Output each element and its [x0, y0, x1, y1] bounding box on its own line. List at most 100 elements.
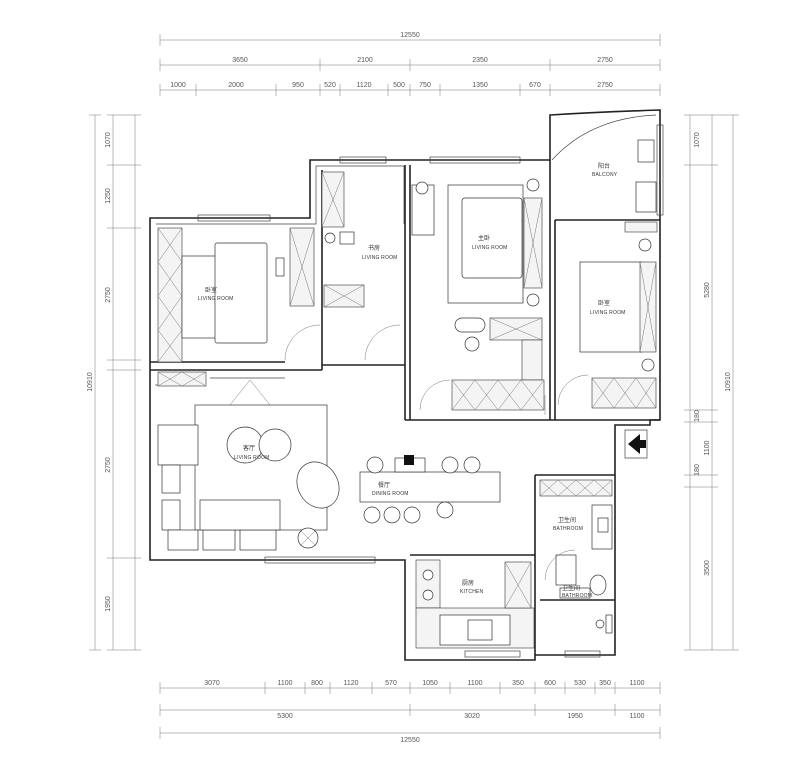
towel-rack [605, 614, 613, 634]
bottom-inner-dim: 600 [544, 680, 556, 687]
left-inner-dim: 2750 [105, 287, 112, 303]
room-label-cn: 厨房 [462, 579, 474, 587]
chair [363, 506, 381, 524]
washer [635, 181, 657, 213]
top-inner-dim: 670 [529, 82, 541, 89]
bench [559, 587, 591, 599]
chair [454, 317, 486, 333]
bottom-mid-dim: 1100 [629, 713, 644, 720]
room-label-en: LIVING ROOM [198, 296, 234, 302]
chair [436, 501, 454, 519]
right-inner-dim: 5280 [704, 282, 711, 298]
top-inner-dim: 1000 [170, 82, 186, 89]
left-inner-dim: 1070 [105, 132, 112, 148]
stool [464, 336, 480, 352]
room-label-cn: 阳台 [598, 162, 610, 170]
lamp-icon [526, 178, 540, 192]
cabinet [539, 479, 613, 497]
chair [275, 257, 285, 277]
room-label-cn: 卫生间 [562, 584, 580, 592]
top-mid-dim: 2100 [357, 57, 373, 64]
bedroom-2: 卧室 LIVING ROOM [557, 221, 658, 409]
master-bedroom: 主卧 LIVING ROOM [411, 178, 545, 411]
bedroom-1: 卧室 LIVING ROOM [157, 227, 321, 363]
room-label-en: KITCHEN [460, 589, 484, 595]
left-inner-dim: 1950 [105, 596, 112, 612]
dining-table [359, 471, 501, 503]
door-swing [544, 549, 576, 581]
armchair [161, 464, 181, 494]
top-inner-dim: 1120 [356, 82, 371, 89]
room-label-en: LIVING ROOM [472, 245, 508, 251]
bottom-inner-dim: 1100 [467, 680, 482, 687]
room-label-cn: 书房 [368, 244, 380, 252]
room-label-cn: 卧室 [205, 286, 217, 294]
right-dimensions: 1070 5280 180 1100 180 3500 10910 [684, 114, 739, 651]
windows [197, 124, 664, 658]
room-label-cn: 主卧 [478, 234, 490, 242]
room-label-en: LIVING ROOM [362, 255, 398, 261]
bottom-inner-dim: 3070 [204, 680, 220, 687]
bottom-inner-dim: 350 [512, 680, 524, 687]
right-inner-dim: 180 [694, 410, 701, 422]
walls [149, 109, 661, 661]
living-room: 客厅 LIVING ROOM [157, 371, 340, 551]
top-inner-dim: 500 [393, 82, 405, 89]
left-total-dim: 10910 [87, 372, 94, 392]
bottom-inner-dim: 1050 [422, 680, 438, 687]
sink [467, 619, 493, 641]
bottom-inner-dim: 570 [385, 680, 397, 687]
door-swing [284, 324, 321, 361]
room-label-cn: 卫生间 [558, 516, 576, 524]
room-label-en: BATHROOM [553, 526, 583, 532]
door-swing [419, 379, 451, 411]
bed-frame [461, 197, 523, 279]
lamp-icon [415, 181, 429, 195]
lamp-icon [324, 232, 336, 244]
top-mid-dim: 3650 [232, 57, 248, 64]
sink [637, 139, 655, 163]
lounge-chair [296, 461, 340, 509]
bottom-inner-dim: 1120 [343, 680, 358, 687]
bathroom-1: 卫生间 BATHROOM [539, 479, 613, 596]
bottom-total-dim: 12550 [400, 737, 420, 744]
kitchen: 厨房 KITCHEN [415, 559, 535, 649]
bath-vanity [555, 554, 577, 586]
top-dimensions: 12550 3650 2100 2350 2750 1000 2000 950 … [159, 32, 661, 96]
floor-drain-icon [595, 619, 605, 629]
chair [383, 506, 401, 524]
bottom-inner-dim: 350 [599, 680, 611, 687]
bathroom-2: 卫生间 BATHROOM [559, 584, 613, 634]
top-inner-dim: 2750 [597, 82, 613, 89]
sofa-seat [167, 529, 199, 551]
room-label-en: BALCONY [592, 172, 618, 178]
right-inner-dim: 1070 [694, 132, 701, 148]
top-inner-dim: 1350 [472, 82, 488, 89]
door-swing [364, 324, 401, 361]
room-label-cn: 卧室 [598, 299, 610, 307]
right-inner-dim: 180 [694, 464, 701, 476]
top-inner-dim: 520 [324, 82, 336, 89]
top-inner-dim: 2000 [228, 82, 244, 89]
room-label-en: DINING ROOM [372, 491, 409, 497]
lamp-icon [638, 238, 652, 252]
sofa-seat [239, 529, 277, 551]
door-swing [557, 374, 589, 406]
bottom-inner-dim: 1100 [629, 680, 644, 687]
shelf [624, 221, 658, 233]
wardrobe [591, 377, 657, 409]
room-label-en: LIVING ROOM [590, 310, 626, 316]
side-table [157, 424, 199, 466]
dining-room: 餐厅 DINING ROOM [359, 455, 501, 524]
bottom-dimensions: 3070 1100 800 1120 570 1050 1100 350 600… [159, 680, 661, 744]
lamp-icon [641, 358, 655, 372]
chair [366, 456, 384, 474]
room-label-cn: 客厅 [243, 444, 255, 452]
room-label-en: LIVING ROOM [234, 455, 270, 461]
entry-arrow-icon [624, 429, 648, 459]
bottom-mid-dim: 3020 [464, 713, 480, 720]
wardrobe [451, 379, 545, 411]
bottom-inner-dim: 800 [311, 680, 323, 687]
basin [597, 517, 609, 533]
